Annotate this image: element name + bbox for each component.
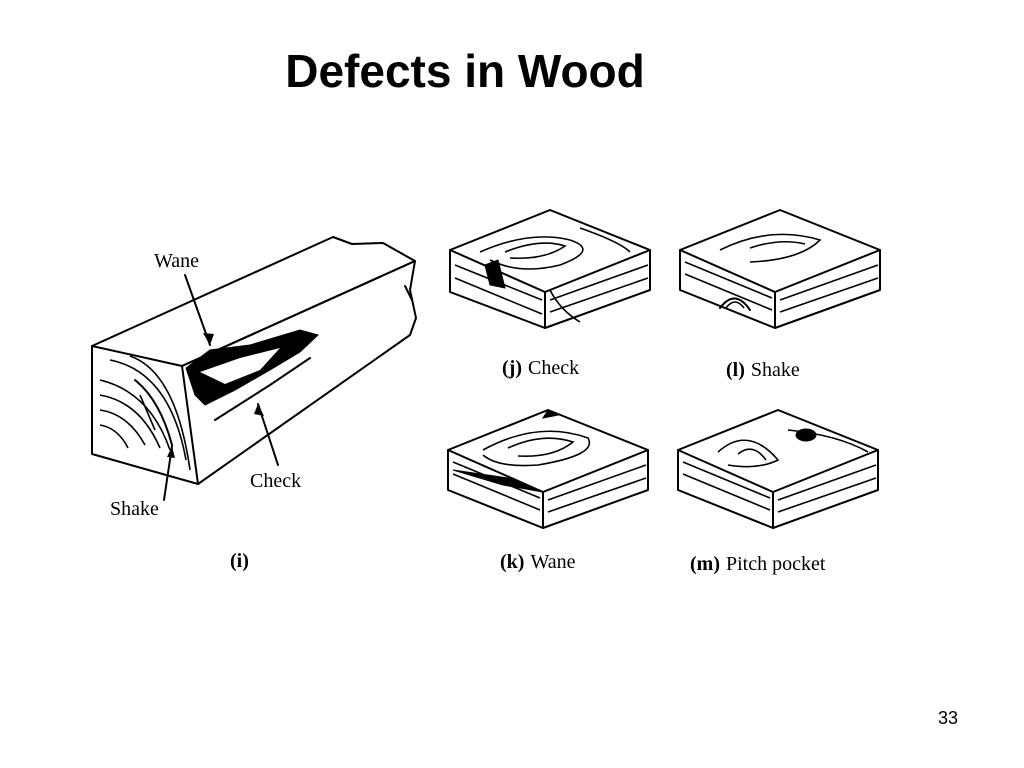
panel-m-caption: (m)Pitch pocket <box>690 553 826 575</box>
panel-j-caption: (j)Check <box>502 357 579 379</box>
pitch-pocket <box>795 428 817 442</box>
panel-l-block <box>679 209 881 329</box>
panel-m-block <box>677 409 879 529</box>
shake-crack <box>134 379 173 446</box>
end-grain-rings <box>99 355 191 471</box>
timber-beam-illustration <box>91 236 417 501</box>
slide-title: Defects in Wood <box>285 45 645 97</box>
wane-label: Wane <box>154 250 199 272</box>
panel-k-caption: (k)Wane <box>500 551 576 573</box>
panel-l-caption: (l)Shake <box>726 359 800 381</box>
beam-side-face <box>181 260 417 485</box>
check-line <box>214 357 311 421</box>
check-label: Check <box>250 470 301 492</box>
shake-label: Shake <box>110 498 159 520</box>
panel-k-block <box>447 409 649 529</box>
figure-i-caption: (i) <box>230 550 249 572</box>
panel-j-block <box>449 209 651 329</box>
page-number: 33 <box>938 708 959 728</box>
